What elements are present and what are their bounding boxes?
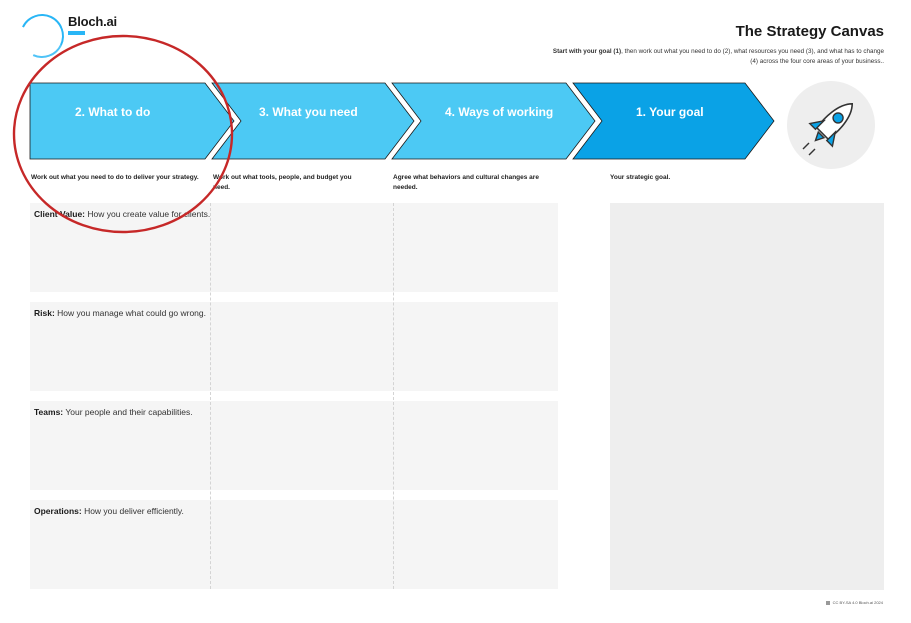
row-box-operations[interactable] — [30, 500, 558, 589]
row-label-operations: Operations: How you deliver efficiently. — [34, 506, 184, 516]
row-title: Operations: — [34, 506, 82, 516]
footer-text: CC BY-SA 4.0 Bloch.ai 2024 — [832, 600, 883, 605]
row-title: Client Value: — [34, 209, 86, 219]
desc-what-to-do: Work out what you need to do to deliver … — [31, 174, 199, 181]
row-box-risk[interactable] — [30, 302, 558, 391]
logo-underline — [68, 31, 85, 35]
subtitle: Start with your goal (1), then work out … — [544, 47, 884, 67]
arrow-step-what-to-do[interactable] — [29, 82, 235, 160]
row-title: Risk: — [34, 308, 55, 318]
desc-your-goal: Your strategic goal. — [610, 174, 671, 181]
row-label-client-value: Client Value: How you create value for c… — [34, 209, 210, 219]
license-icon — [825, 600, 830, 605]
rocket-icon — [802, 102, 854, 156]
row-text: How you manage what could go wrong. — [54, 308, 206, 318]
arrow-step-your-goal[interactable] — [572, 82, 775, 160]
column-divider — [393, 203, 394, 589]
step-label-what-you-need: 3. What you need — [259, 105, 358, 119]
row-title: Teams: — [34, 407, 64, 417]
subtitle-rest: , then work out what you need to do (2),… — [621, 48, 884, 65]
row-text: How you deliver efficiently. — [81, 506, 184, 516]
row-text: Your people and their capabilities. — [63, 407, 193, 417]
subtitle-lead: Start with your goal (1) — [552, 48, 622, 55]
rocket-badge — [787, 81, 875, 169]
arrow-step-what-you-need[interactable] — [211, 82, 415, 160]
arrow-step-ways-of-working[interactable] — [391, 82, 596, 160]
column-divider — [210, 203, 211, 589]
brand-logo: Bloch.ai — [68, 14, 117, 29]
step-label-ways-of-working: 4. Ways of working — [445, 105, 554, 119]
goal-box[interactable] — [610, 203, 884, 590]
step-label-your-goal: 1. Your goal — [636, 105, 704, 119]
footer: CC BY-SA 4.0 Bloch.ai 2024 — [825, 600, 883, 605]
desc-ways-of-working: Agree what behaviors and cultural change… — [393, 174, 539, 191]
step-arrows — [29, 82, 775, 160]
desc-what-you-need: Work out what tools, people, and budget … — [213, 174, 352, 191]
row-box-teams[interactable] — [30, 401, 558, 490]
row-label-teams: Teams: Your people and their capabilitie… — [34, 407, 193, 417]
row-text: How you create value for clients. — [85, 209, 211, 219]
row-label-risk: Risk: How you manage what could go wrong… — [34, 308, 206, 318]
page-title: The Strategy Canvas — [735, 23, 884, 40]
step-label-what-to-do: 2. What to do — [75, 105, 151, 119]
